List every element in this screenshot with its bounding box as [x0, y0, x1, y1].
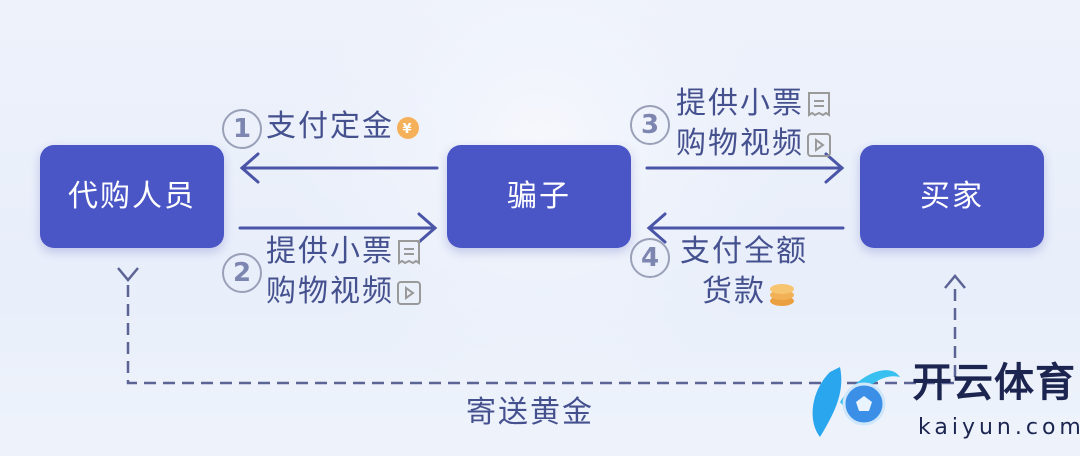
kaiyun-logo-icon — [812, 367, 900, 437]
dashed-shipping-path — [126, 282, 957, 385]
receipt-icon — [398, 239, 420, 265]
step-3-label: 提供小票 购物视频 — [676, 84, 832, 164]
step-2-label: 提供小票 购物视频 — [266, 232, 422, 312]
yuan-coin-icon: ¥ — [397, 116, 419, 139]
arrow-deposit-left — [239, 152, 439, 184]
step-number-2: 2 — [222, 253, 262, 293]
arrow-proof-to-buyer — [645, 152, 845, 184]
arrow-payment-left — [646, 212, 845, 244]
video-icon — [397, 280, 421, 305]
step-number-4: 4 — [630, 238, 670, 278]
step-4-label: 支付全额 货款 — [680, 234, 808, 309]
step-1-label: 支付定金¥ — [266, 107, 420, 147]
node-scammer: 骗子 — [447, 145, 631, 248]
svg-text:¥: ¥ — [402, 122, 413, 137]
step-number-3: 3 — [630, 105, 670, 145]
video-icon — [807, 132, 831, 157]
coins-icon — [770, 283, 794, 306]
receipt-icon — [808, 91, 830, 117]
node-buyer: 买家 — [860, 145, 1044, 248]
arrow-proof-right — [238, 212, 438, 244]
node-agent: 代购人员 — [40, 145, 224, 248]
step-number-1: 1 — [222, 109, 262, 149]
logo-text-cn: 开云体育 — [912, 360, 1076, 406]
shipping-label: 寄送黄金 — [466, 395, 594, 430]
logo-text-en: kaiyun.com — [918, 415, 1080, 440]
